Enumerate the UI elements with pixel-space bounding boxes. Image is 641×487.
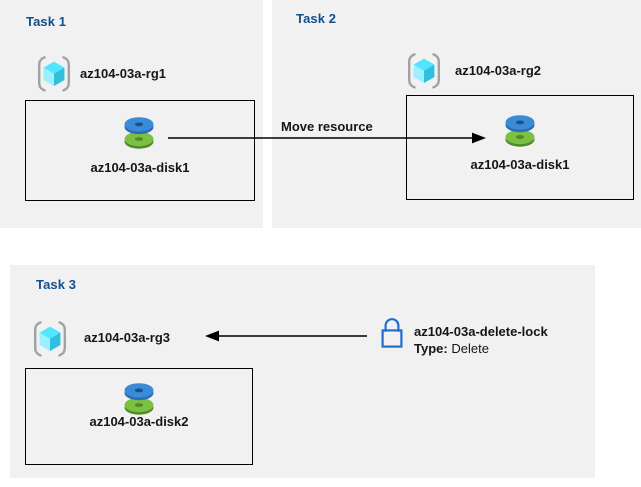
disk-icon [499, 110, 541, 150]
task-title-task2: Task 2 [296, 11, 337, 26]
resource-group-icon [406, 52, 442, 90]
disk-icon [118, 112, 160, 152]
resource-label-task2: az104-03a-disk1 [470, 157, 570, 172]
disk-icon [118, 378, 160, 418]
task-title-task3: Task 3 [36, 277, 77, 292]
resource-group-icon [36, 55, 72, 93]
lock-type-key: Type: [414, 341, 448, 356]
connector-delete-lock [205, 330, 367, 342]
connector-label-move-resource: Move resource [281, 119, 373, 134]
resource-group-icon [32, 320, 68, 358]
resource-container-task2 [406, 95, 634, 200]
resource-label-task1: az104-03a-disk1 [90, 160, 190, 175]
task-title-task1: Task 1 [26, 14, 67, 29]
lock-type-value: Delete [451, 341, 489, 356]
connector-move-resource [168, 132, 486, 144]
lock-name-label: az104-03a-delete-lock [414, 324, 548, 339]
resource-label-task3: az104-03a-disk2 [89, 414, 189, 429]
lock-icon [377, 316, 407, 350]
resource-group-label-task1: az104-03a-rg1 [80, 66, 166, 81]
resource-container-task1 [25, 100, 255, 201]
resource-group-label-task2: az104-03a-rg2 [455, 63, 541, 78]
resource-group-label-task3: az104-03a-rg3 [84, 330, 170, 345]
lock-type-label: Type: Delete [414, 341, 489, 356]
